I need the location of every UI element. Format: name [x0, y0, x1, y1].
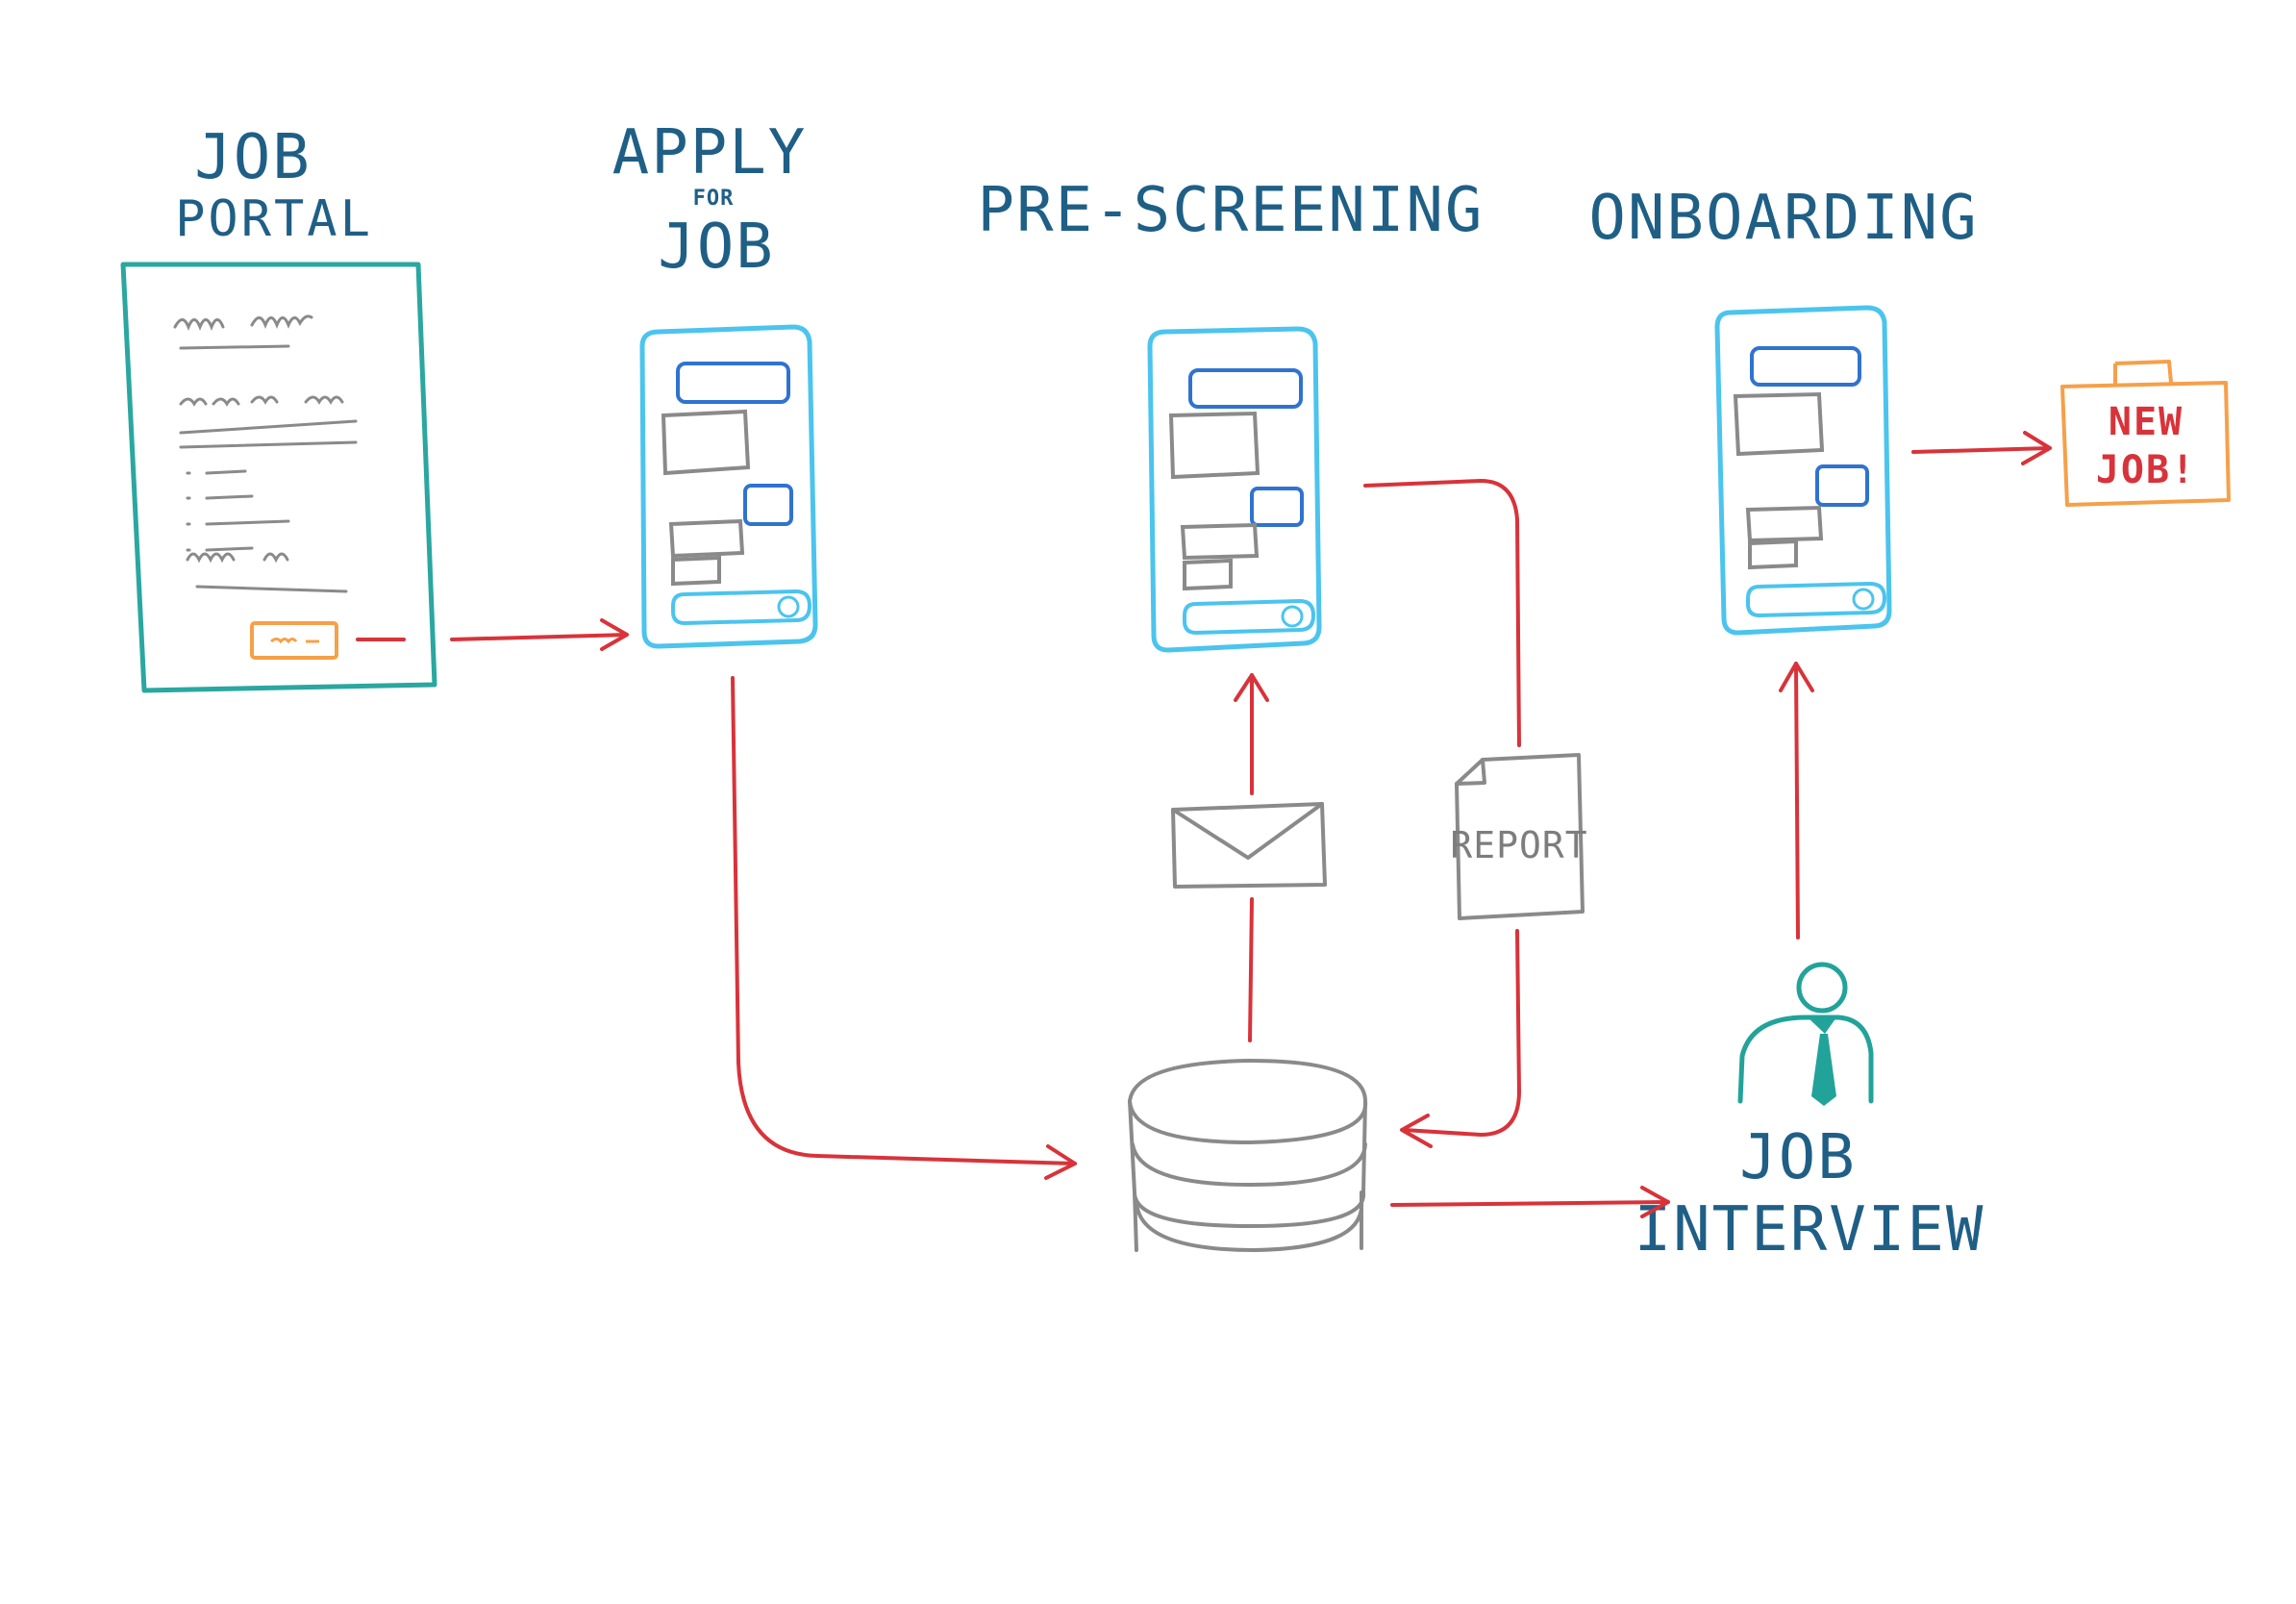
flow-arrow-portal-to-apply: [356, 618, 629, 651]
prescreening-chat-phone-icon: [1147, 326, 1322, 653]
job-portal-label-line2: PORTAL: [175, 190, 373, 248]
job-portal-label-line1: JOB: [194, 122, 312, 193]
apply-label-line2: FOR: [693, 187, 735, 211]
job-portal-document-icon: [120, 262, 437, 693]
apply-chat-phone-icon: [639, 324, 818, 649]
interview-label-line2: INTERVIEW: [1635, 1194, 1985, 1266]
report-document-icon: REPORT: [1450, 753, 1587, 920]
new-job-line2: JOB!: [2096, 448, 2196, 492]
new-job-briefcase-icon: NEW JOB!: [2060, 360, 2231, 507]
job-portal-label: JOB PORTAL: [175, 122, 373, 248]
new-job-line1: NEW: [2109, 400, 2184, 444]
apply-label-line1: APPLY: [612, 117, 808, 188]
interview-label-line1: JOB: [1739, 1122, 1857, 1193]
flow-arrow-onboarding-to-new-job: [1911, 431, 2052, 465]
onboarding-label: ONBOARDING: [1588, 183, 1978, 254]
report-label: REPORT: [1450, 824, 1587, 866]
interviewer-person-with-tie-icon: [1737, 962, 1874, 1106]
envelope-icon: [1171, 802, 1327, 889]
flow-arrow-prescreening-to-database: [1363, 479, 1521, 1148]
flow-arrow-apply-to-database: [731, 676, 1077, 1180]
flow-arrow-interview-to-onboarding: [1779, 662, 1814, 940]
flow-arrow-database-to-interview: [1390, 1186, 1670, 1218]
flow-arrow-database-to-prescreening: [1234, 673, 1269, 1042]
apply-for-job-label: APPLY FOR JOB: [612, 117, 808, 283]
onboarding-chat-phone-icon: [1714, 305, 1892, 636]
prescreening-label: PRE-SCREENING: [978, 175, 1485, 246]
database-icon: [1128, 1059, 1368, 1252]
apply-label-line3: JOB: [658, 212, 775, 283]
job-interview-label: JOB INTERVIEW: [1635, 1122, 1985, 1266]
